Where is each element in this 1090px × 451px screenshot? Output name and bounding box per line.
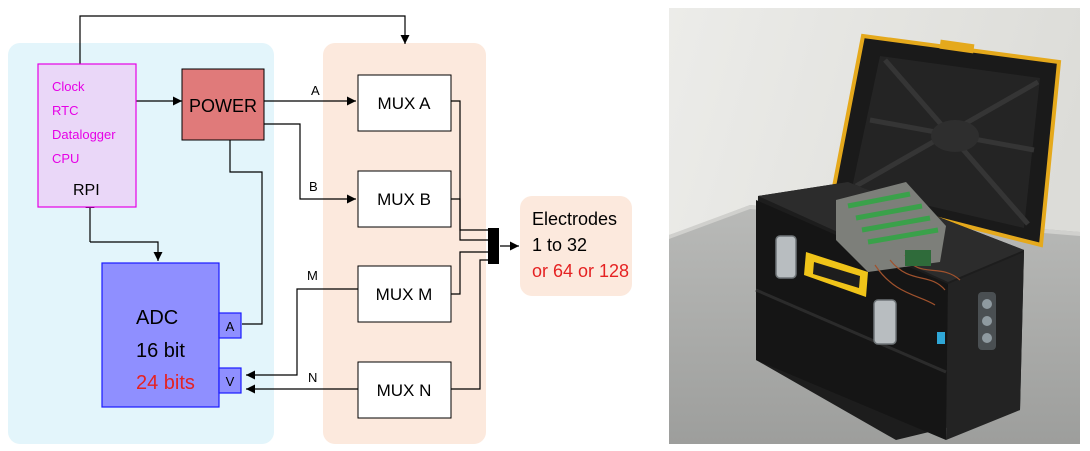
line-label-n: N	[308, 370, 317, 385]
device-photo	[669, 8, 1080, 444]
rpi-function-rtc: RTC	[52, 103, 78, 118]
electrodes-range: 1 to 32	[532, 235, 587, 255]
mux-n-label: MUX N	[377, 381, 432, 400]
adc-title: ADC	[136, 307, 178, 329]
rpi-function-datalogger: Datalogger	[52, 127, 116, 142]
switch-block	[488, 228, 499, 264]
adc-bits: 16 bit	[136, 340, 185, 362]
line-label-a: A	[311, 83, 320, 98]
electrodes-title: Electrodes	[532, 209, 617, 229]
case-latch-left	[776, 236, 796, 278]
rpi-function-cpu: CPU	[52, 151, 79, 166]
power-label: POWER	[189, 96, 257, 116]
mux-b-label: MUX B	[377, 190, 431, 209]
adc-port-a-label: A	[226, 319, 235, 334]
rpi-label: RPI	[73, 182, 100, 199]
mux-a-label: MUX A	[378, 94, 432, 113]
adc-port-v-label: V	[226, 374, 235, 389]
line-label-m: M	[307, 268, 318, 283]
adc-bits-alt: 24 bits	[136, 372, 195, 394]
mux-m-label: MUX M	[376, 285, 433, 304]
rpi-function-clock: Clock	[52, 79, 85, 94]
electrodes-range-alt: or 64 or 128	[532, 261, 629, 281]
block-diagram: Clock RTC Datalogger CPU RPI POWER ADC 1…	[8, 16, 632, 444]
case-latch-right	[874, 300, 896, 344]
line-label-b: B	[309, 179, 318, 194]
